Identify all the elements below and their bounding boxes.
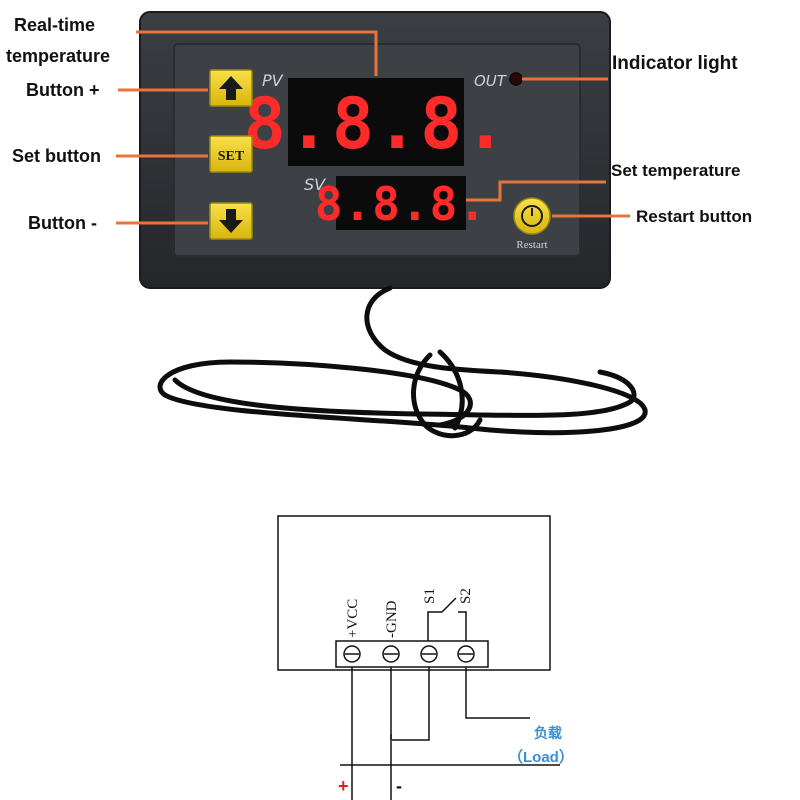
relay-switch	[427, 597, 467, 641]
button-minus-callout: Button -	[28, 213, 97, 233]
sv-display-window	[336, 176, 466, 230]
terminal-s2-label: S2	[458, 588, 474, 604]
pv-display: 8.8.8.	[244, 78, 509, 166]
thermostat-device: 8.8.8. PV 8.8.8. SV OUT SET	[139, 11, 648, 439]
restart-button-callout: Restart button	[636, 207, 752, 226]
plus-button[interactable]	[209, 69, 253, 107]
wires	[340, 667, 560, 800]
minus-button[interactable]	[209, 202, 253, 240]
s1-wire	[392, 667, 430, 741]
terminal-gnd-label: -GND	[384, 600, 400, 638]
up-arrow-icon	[219, 76, 243, 100]
set-button[interactable]: SET	[209, 135, 253, 173]
set-temperature-callout-line	[466, 180, 606, 202]
set-button-label: SET	[218, 149, 245, 164]
power-icon	[521, 205, 543, 227]
set-button-callout: Set button	[12, 146, 101, 166]
button-plus-callout: Button +	[26, 80, 100, 100]
out-label: OUT	[474, 72, 508, 90]
pv-display-window	[288, 78, 464, 166]
indicator-light-callout: Indicator light	[612, 53, 738, 74]
positive-sign: +	[338, 776, 349, 796]
terminal-screws	[343, 645, 475, 663]
load-label-en: （Load）	[508, 748, 574, 766]
set-temperature-callout: Set temperature	[611, 161, 740, 180]
s2-wire	[465, 667, 530, 719]
realtime-callout-line	[136, 30, 378, 76]
wiring-diagram: +VCC -GND S1 S2	[277, 515, 574, 800]
restart-label: Restart	[516, 239, 547, 251]
indicator-light	[509, 72, 523, 86]
negative-sign: -	[396, 776, 402, 796]
sv-label: SV	[304, 175, 326, 194]
pv-label: PV	[262, 71, 284, 90]
restart-button[interactable]	[513, 197, 551, 235]
callout-lines	[116, 30, 630, 225]
controller-box	[277, 515, 551, 671]
sv-digits: 8.8.8.	[315, 177, 487, 231]
pv-digits: 8.8.8.	[244, 83, 509, 165]
realtime-callout-line1: Real-time	[14, 15, 95, 35]
realtime-callout-line2: temperature	[6, 46, 110, 66]
terminal-vcc-label: +VCC	[345, 599, 361, 638]
load-label-cn: 负载	[534, 725, 562, 741]
terminal-s1-label: S1	[422, 588, 438, 604]
sensor-cable	[157, 285, 648, 439]
sv-display: 8.8.8.	[315, 176, 487, 231]
down-arrow-icon	[219, 209, 243, 233]
